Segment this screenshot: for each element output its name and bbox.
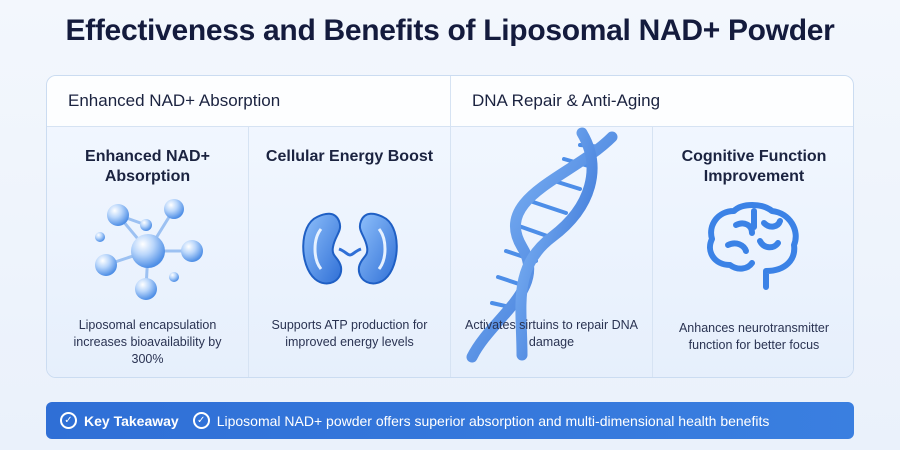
page-title: Effectiveness and Benefits of Liposomal … (65, 14, 835, 47)
section-heading-absorption: Enhanced NAD+ Absorption (47, 76, 451, 127)
check-circle-icon: ✓ (192, 412, 210, 429)
card-description: Activates sirtuins to repair DNA damage (465, 318, 638, 349)
brain-icon (653, 201, 853, 311)
benefit-card-energy: Cellular Energy Boost Supports ATP produ… (249, 127, 451, 377)
benefit-card-absorption: Enhanced NAD+ Absorption (47, 127, 249, 377)
benefit-card-cognitive: Cognitive Function Improvement Anhances … (653, 127, 853, 377)
takeaway-text: Liposomal NAD+ powder offers superior ab… (216, 412, 770, 429)
card-description: Anhances neurotransmitter function for b… (678, 321, 830, 352)
section-heading-dna-repair: DNA Repair & Anti-Aging (451, 76, 853, 127)
check-circle-icon: ✓ (60, 412, 77, 429)
molecule-icon (47, 195, 248, 305)
card-title: Cognitive Function Improvement (681, 148, 827, 185)
card-description: Liposomal encapsulation increases bioava… (73, 318, 222, 366)
card-title: Enhanced NAD+ Absorption (85, 148, 210, 185)
dna-helix-icon (451, 127, 652, 367)
benefit-card-dna-repair: Activates sirtuins to repair DNA damage (451, 127, 653, 377)
key-takeaway-bar: ✓ Key Takeaway ✓ Liposomal NAD+ powder o… (46, 402, 854, 439)
kidney-icon (249, 195, 450, 305)
benefits-panel: Enhanced NAD+ Absorption DNA Repair & An… (46, 75, 854, 378)
takeaway-label: Key Takeaway (84, 412, 179, 429)
card-description: Supports ATP production for improved ene… (271, 318, 428, 349)
card-title: Cellular Energy Boost (265, 148, 434, 165)
